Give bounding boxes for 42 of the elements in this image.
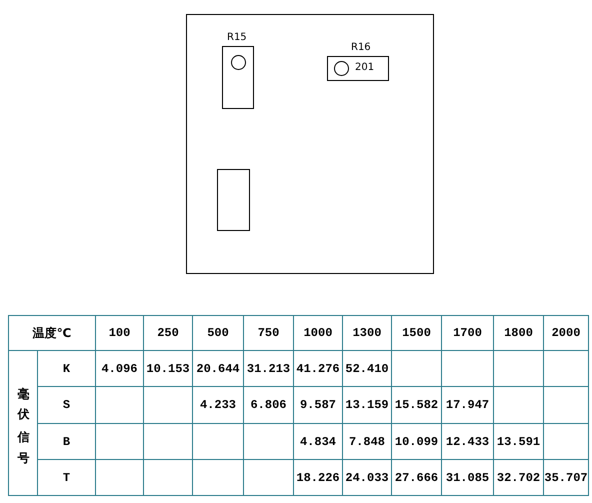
table-cell: 18.226 (294, 460, 342, 496)
table-cell: 32.702 (494, 460, 544, 496)
table-cell: 4.096 (96, 350, 144, 386)
column-header: 1500 (392, 316, 442, 350)
table-cell: 7.848 (342, 424, 392, 460)
column-header: 1000 (294, 316, 342, 350)
row-header: S (38, 386, 96, 424)
table-cell: 9.587 (294, 386, 342, 424)
table-cell: 20.644 (192, 350, 244, 386)
column-header: 100 (96, 316, 144, 350)
table-cell: 52.410 (342, 350, 392, 386)
table-cell: 17.947 (442, 386, 494, 424)
table-cell: 4.233 (192, 386, 244, 424)
table-cell: 41.276 (294, 350, 342, 386)
table-cell: 13.591 (494, 424, 544, 460)
table-cell: 31.085 (442, 460, 494, 496)
column-header: 1800 (494, 316, 544, 350)
row-group-header: 毫伏信号 (16, 377, 32, 465)
component-label: R15 (227, 32, 247, 44)
column-header: 750 (244, 316, 294, 350)
column-header: 250 (144, 316, 192, 350)
column-header: 500 (192, 316, 244, 350)
table-cell: 15.582 (392, 386, 442, 424)
table-cell: 4.834 (294, 424, 342, 460)
row-header: B (38, 424, 96, 460)
table-cell: 35.707 (544, 460, 588, 496)
table-cell: 27.666 (392, 460, 442, 496)
table-cell: 10.099 (392, 424, 442, 460)
table-cell: 6.806 (244, 386, 294, 424)
value-label: 201 (355, 62, 374, 74)
table-cell: 24.033 (342, 460, 392, 496)
column-header: 1700 (442, 316, 494, 350)
table-cell: 12.433 (442, 424, 494, 460)
row-header: T (38, 460, 96, 496)
column-header: 2000 (544, 316, 588, 350)
table-cell: 13.159 (342, 386, 392, 424)
row-header: K (38, 350, 96, 386)
table-cell: 31.213 (244, 350, 294, 386)
component-label: R16 (351, 42, 371, 54)
table-cell: 10.153 (144, 350, 192, 386)
column-header: 温度℃ (8, 316, 96, 350)
column-header: 1300 (342, 316, 392, 350)
